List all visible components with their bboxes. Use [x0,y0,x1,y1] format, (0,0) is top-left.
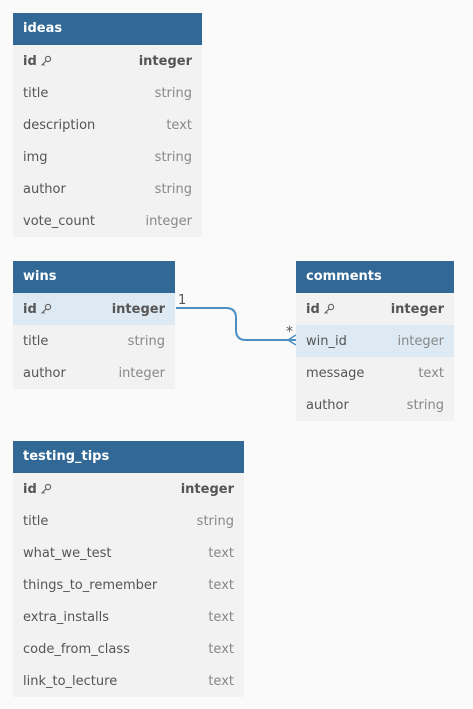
table-row[interactable]: img string [13,141,202,173]
table-row[interactable]: link_to_lecture text [13,665,244,697]
column-type: integer [180,481,234,497]
column-name: id [23,301,37,317]
key-icon [40,483,51,494]
cardinality-one: 1 [178,293,187,308]
table-header[interactable]: ideas [13,13,202,45]
column-name: link_to_lecture [23,673,118,689]
table-row[interactable]: id integer [13,473,244,505]
column-type: integer [118,365,165,381]
column-name: extra_installs [23,609,110,625]
table-ideas[interactable]: ideas id integer title string description… [13,13,202,237]
table-row[interactable]: code_from_class text [13,633,244,665]
column-name: img [23,149,48,165]
column-type: string [127,333,165,349]
column-type: integer [138,53,192,69]
table-row[interactable]: title string [13,505,244,537]
table-row[interactable]: author integer [13,357,175,389]
relationship-line [176,307,296,341]
table-row[interactable]: message text [296,357,454,389]
column-type: integer [145,213,192,229]
column-type: text [166,117,192,133]
column-name: code_from_class [23,641,130,657]
table-row[interactable]: what_we_test text [13,537,244,569]
column-type: string [406,397,444,413]
table-row[interactable]: id integer [13,293,175,325]
cardinality-many: * [286,324,293,340]
table-row[interactable]: author string [13,173,202,205]
key-icon [40,303,51,314]
column-type: text [208,673,234,689]
column-type: string [196,513,234,529]
column-name: title [23,333,49,349]
column-type: text [208,609,234,625]
table-row[interactable]: author string [296,389,454,421]
column-name: things_to_remember [23,577,158,593]
column-name: author [23,365,66,381]
column-name: title [23,85,49,101]
column-type: text [208,577,234,593]
table-row[interactable]: things_to_remember text [13,569,244,601]
column-name: description [23,117,96,133]
column-type: text [418,365,444,381]
column-type: text [208,545,234,561]
table-row[interactable]: id integer [13,45,202,77]
column-type: integer [397,333,444,349]
column-name: message [306,365,365,381]
column-name: what_we_test [23,545,112,561]
column-name: title [23,513,49,529]
table-row[interactable]: id integer [296,293,454,325]
table-row[interactable]: extra_installs text [13,601,244,633]
column-name: win_id [306,333,347,349]
column-name: id [23,53,37,69]
key-icon [40,55,51,66]
table-header[interactable]: testing_tips [13,441,244,473]
column-name: id [306,301,320,317]
column-name: vote_count [23,213,95,229]
table-row[interactable]: description text [13,109,202,141]
table-header[interactable]: wins [13,261,175,293]
table-row[interactable]: vote_count integer [13,205,202,237]
column-type: text [208,641,234,657]
column-type: string [154,85,192,101]
column-name: id [23,481,37,497]
table-comments[interactable]: comments id integer win_id integer messag… [296,261,454,421]
column-name: author [23,181,66,197]
table-row[interactable]: title string [13,325,175,357]
column-name: author [306,397,349,413]
column-type: integer [390,301,444,317]
table-row[interactable]: title string [13,77,202,109]
table-row[interactable]: win_id integer [296,325,454,357]
column-type: string [154,149,192,165]
column-type: string [154,181,192,197]
table-wins[interactable]: wins id integer title string author intege… [13,261,175,389]
table-header[interactable]: comments [296,261,454,293]
column-type: integer [111,301,165,317]
table-testing-tips[interactable]: testing_tips id integer title string what… [13,441,244,697]
key-icon [323,303,334,314]
